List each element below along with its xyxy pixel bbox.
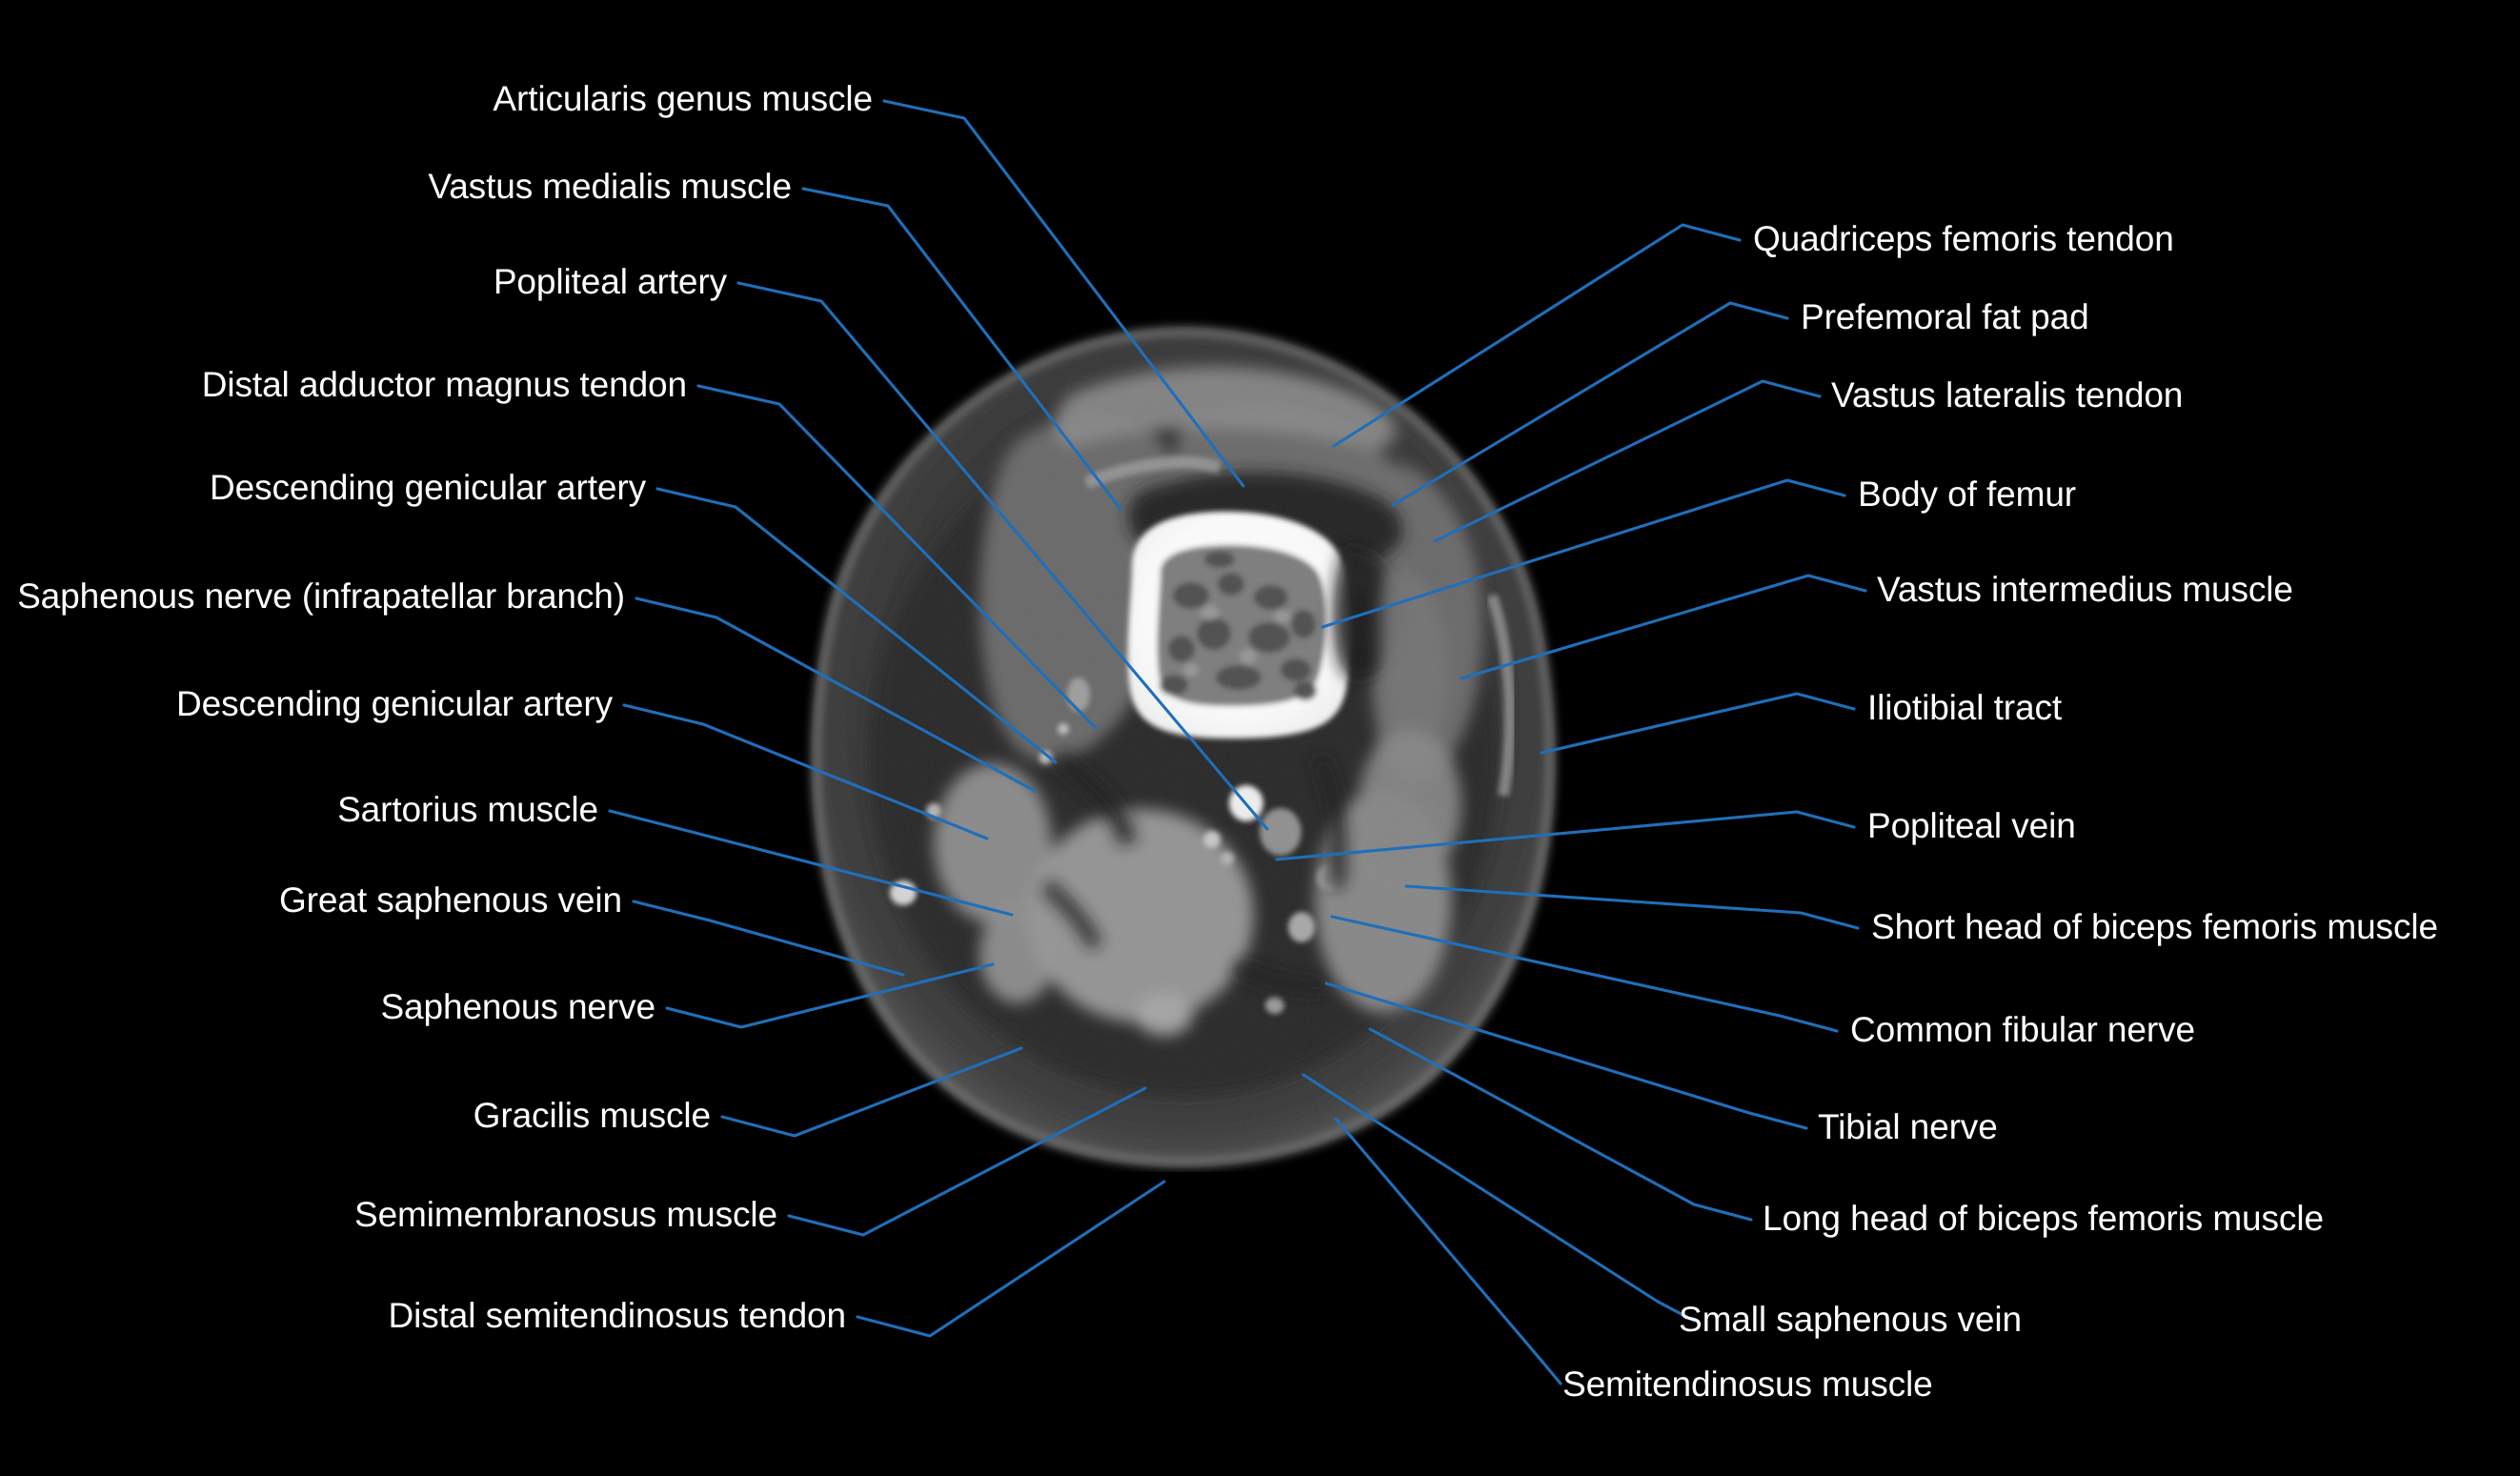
label-popliteal-artery: Popliteal artery (493, 262, 727, 301)
label-vastus-lateralis-tendon: Vastus lateralis tendon (1831, 375, 2184, 414)
label-popliteal-vein: Popliteal vein (1867, 806, 2076, 845)
label-small-saphenous-vein: Small saphenous vein (1679, 1300, 2022, 1339)
label-tibial-nerve: Tibial nerve (1818, 1107, 1998, 1146)
label-sartorius-muscle: Sartorius muscle (337, 790, 598, 829)
label-descending-genicular-artery-2: Descending genicular artery (176, 684, 613, 723)
leader-distal-semitendinosus-tendon (856, 1180, 1166, 1338)
label-great-saphenous-vein: Great saphenous vein (278, 880, 622, 920)
label-articularis-genus-muscle: Articularis genus muscle (493, 79, 873, 118)
label-distal-adductor-magnus-tendon: Distal adductor magnus tendon (201, 365, 687, 404)
label-long-head-of-biceps-femoris-muscle: Long head of biceps femoris muscle (1763, 1199, 2324, 1238)
label-descending-genicular-artery-1: Descending genicular artery (210, 468, 646, 507)
label-semimembranosus-muscle: Semimembranosus muscle (353, 1195, 777, 1234)
label-saphenous-nerve-infrapatellar: Saphenous nerve (infrapatellar branch) (17, 576, 625, 616)
label-semitendinosus-muscle: Semitendinosus muscle (1562, 1365, 1933, 1404)
label-iliotibial-tract: Iliotibial tract (1867, 688, 2063, 727)
label-vastus-intermedius-muscle: Vastus intermedius muscle (1877, 570, 2293, 609)
label-body-of-femur: Body of femur (1858, 475, 2077, 514)
label-distal-semitendinosus-tendon: Distal semitendinosus tendon (388, 1296, 846, 1335)
label-common-fibular-nerve: Common fibular nerve (1850, 1010, 2195, 1049)
label-quadriceps-femoris-tendon: Quadriceps femoris tendon (1753, 219, 2174, 258)
label-prefemoral-fat-pad: Prefemoral fat pad (1801, 297, 2089, 336)
label-gracilis-muscle: Gracilis muscle (473, 1096, 711, 1135)
label-short-head-of-biceps-femoris-muscle: Short head of biceps femoris muscle (1871, 907, 2438, 946)
label-saphenous-nerve: Saphenous nerve (380, 987, 655, 1026)
ct-scan-image (743, 310, 1624, 1172)
label-vastus-medialis-muscle: Vastus medialis muscle (428, 167, 792, 206)
